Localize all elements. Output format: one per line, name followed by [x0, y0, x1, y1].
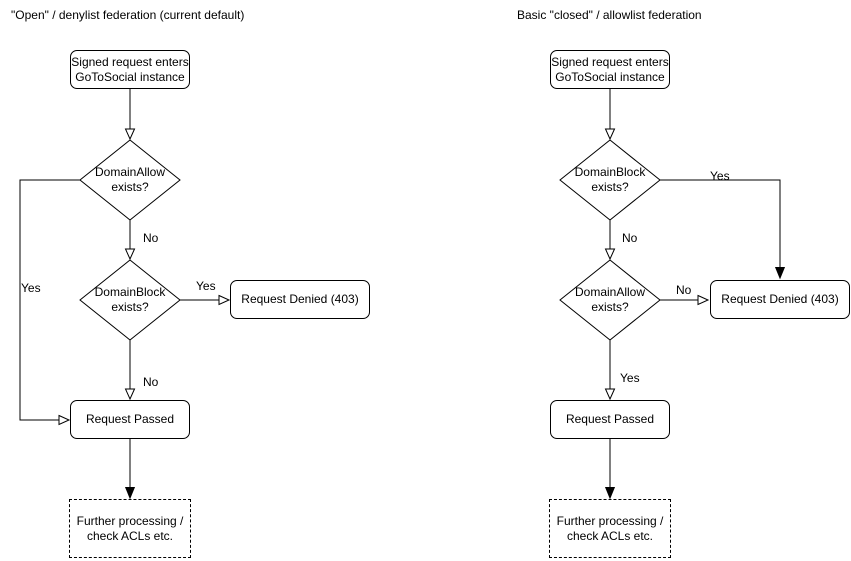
left-further-processing-node: Further processing / check ACLs etc.: [69, 499, 191, 558]
right-edge-label-block-no: No: [622, 231, 638, 245]
right-flowchart-title: Basic "closed" / allowlist federation: [517, 8, 702, 22]
right-entry-node: Signed request enters GoToSocial instanc…: [550, 50, 670, 89]
left-edge-domainallow-yes-to-passed: [19, 179, 80, 426]
left-entry-node: Signed request enters GoToSocial instanc…: [70, 50, 190, 89]
right-passed-node: Request Passed: [550, 400, 670, 439]
right-edge-label-allow-yes: Yes: [620, 371, 640, 385]
right-denied-node: Request Denied (403): [710, 280, 850, 319]
right-edge-label-allow-no: No: [676, 283, 692, 297]
left-denied-node: Request Denied (403): [230, 280, 370, 319]
right-edge-domainblock-yes-to-denied: [660, 179, 780, 278]
right-decision-domainallow-shape: [559, 259, 661, 341]
left-edge-label-block-no: No: [143, 375, 159, 389]
left-edge-label-allow-yes: Yes: [21, 281, 41, 295]
right-further-processing-node: Further processing / check ACLs etc.: [549, 499, 671, 558]
left-edge-label-allow-no: No: [143, 231, 159, 245]
left-decision-domainblock-shape: [79, 259, 181, 341]
left-decision-domainallow-shape: [79, 139, 181, 221]
left-passed-node: Request Passed: [70, 400, 190, 439]
left-edge-label-block-yes: Yes: [196, 279, 216, 293]
left-flowchart-title: "Open" / denylist federation (current de…: [11, 8, 245, 22]
right-edge-label-block-yes: Yes: [710, 169, 730, 183]
right-decision-domainblock-shape: [559, 139, 661, 221]
